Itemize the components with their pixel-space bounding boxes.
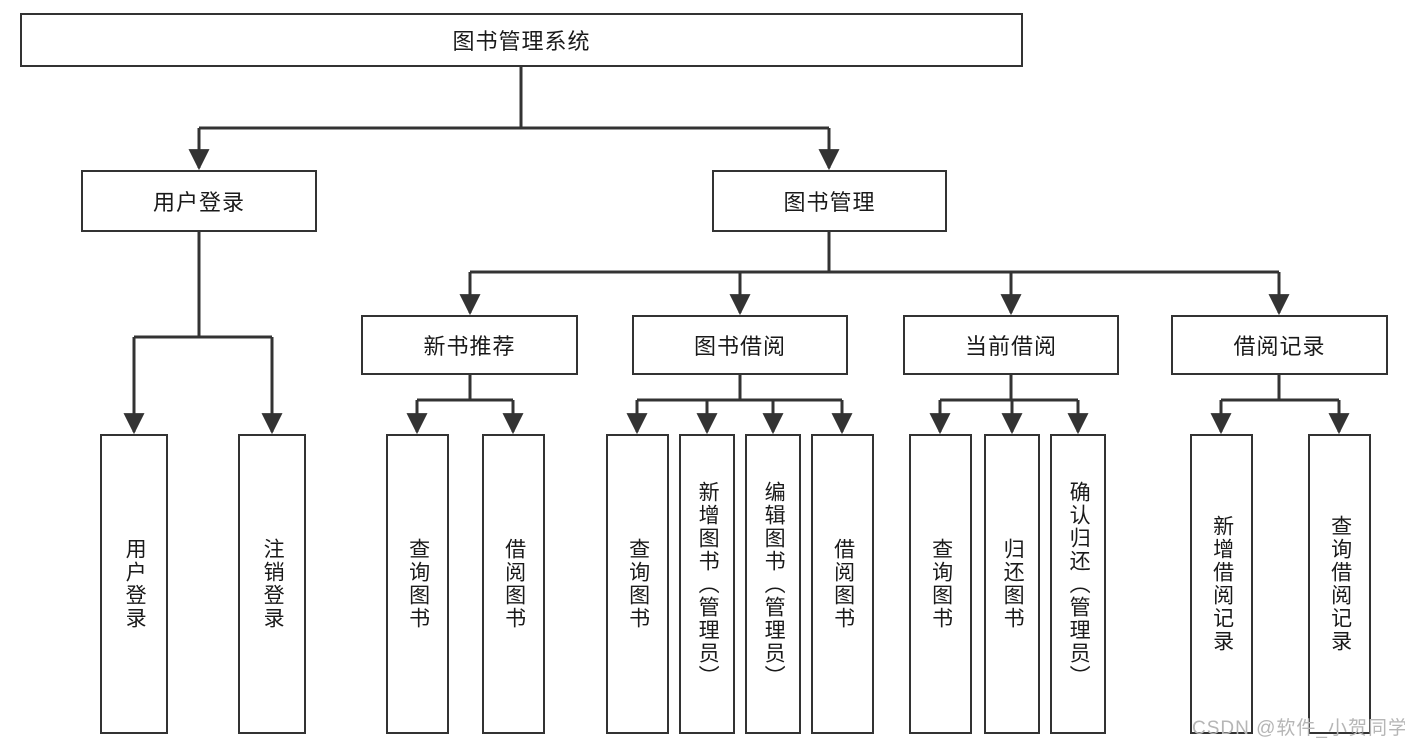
csdn-watermark: CSDN @软件_小贺同学 (1192, 718, 1405, 739)
node-user-login[interactable]: 用户登录 (81, 170, 317, 232)
node-label: 图书管理系统 (452, 29, 591, 54)
node-root-system[interactable]: 图书管理系统 (20, 13, 1023, 67)
node-label: 用户登录 (123, 538, 147, 630)
node-label: 编辑图书（管理员） (762, 480, 786, 688)
node-label: 新增图书（管理员） (696, 480, 720, 688)
node-label: 注销登录 (261, 538, 285, 630)
node-book-management[interactable]: 图书管理 (712, 170, 947, 232)
node-borrow-records[interactable]: 借阅记录 (1171, 315, 1388, 375)
leaf-logout[interactable]: 注销登录 (238, 434, 306, 734)
node-label: 查询借阅记录 (1328, 515, 1352, 653)
node-label: 查询图书 (929, 538, 953, 630)
leaf-confirm-return-admin[interactable]: 确认归还（管理员） (1050, 434, 1106, 734)
node-label: 用户登录 (152, 190, 245, 215)
node-label: 查询图书 (626, 538, 650, 630)
node-label: 借阅记录 (1233, 334, 1326, 359)
leaf-user-login[interactable]: 用户登录 (100, 434, 168, 734)
leaf-query-book-new[interactable]: 查询图书 (386, 434, 449, 734)
node-label: 查询图书 (406, 538, 430, 630)
leaf-add-book-admin[interactable]: 新增图书（管理员） (679, 434, 735, 734)
node-label: 归还图书 (1001, 538, 1025, 630)
node-label: 新增借阅记录 (1210, 515, 1234, 653)
node-label: 借阅图书 (502, 538, 526, 630)
node-label: 当前借阅 (964, 334, 1057, 359)
node-label: 图书管理 (783, 190, 876, 215)
leaf-query-book-borrow[interactable]: 查询图书 (606, 434, 669, 734)
node-label: 确认归还（管理员） (1067, 480, 1091, 688)
leaf-return-book[interactable]: 归还图书 (984, 434, 1040, 734)
leaf-edit-book-admin[interactable]: 编辑图书（管理员） (745, 434, 801, 734)
leaf-add-borrow-record[interactable]: 新增借阅记录 (1190, 434, 1253, 734)
node-label: 借阅图书 (831, 538, 855, 630)
node-current-borrow[interactable]: 当前借阅 (903, 315, 1119, 375)
node-label: 新书推荐 (423, 334, 516, 359)
leaf-query-book-current[interactable]: 查询图书 (909, 434, 972, 734)
leaf-query-borrow-record[interactable]: 查询借阅记录 (1308, 434, 1371, 734)
node-new-book-recommend[interactable]: 新书推荐 (361, 315, 578, 375)
node-book-borrow[interactable]: 图书借阅 (632, 315, 848, 375)
leaf-borrow-book-new[interactable]: 借阅图书 (482, 434, 545, 734)
leaf-borrow-book[interactable]: 借阅图书 (811, 434, 874, 734)
node-label: 图书借阅 (693, 334, 786, 359)
